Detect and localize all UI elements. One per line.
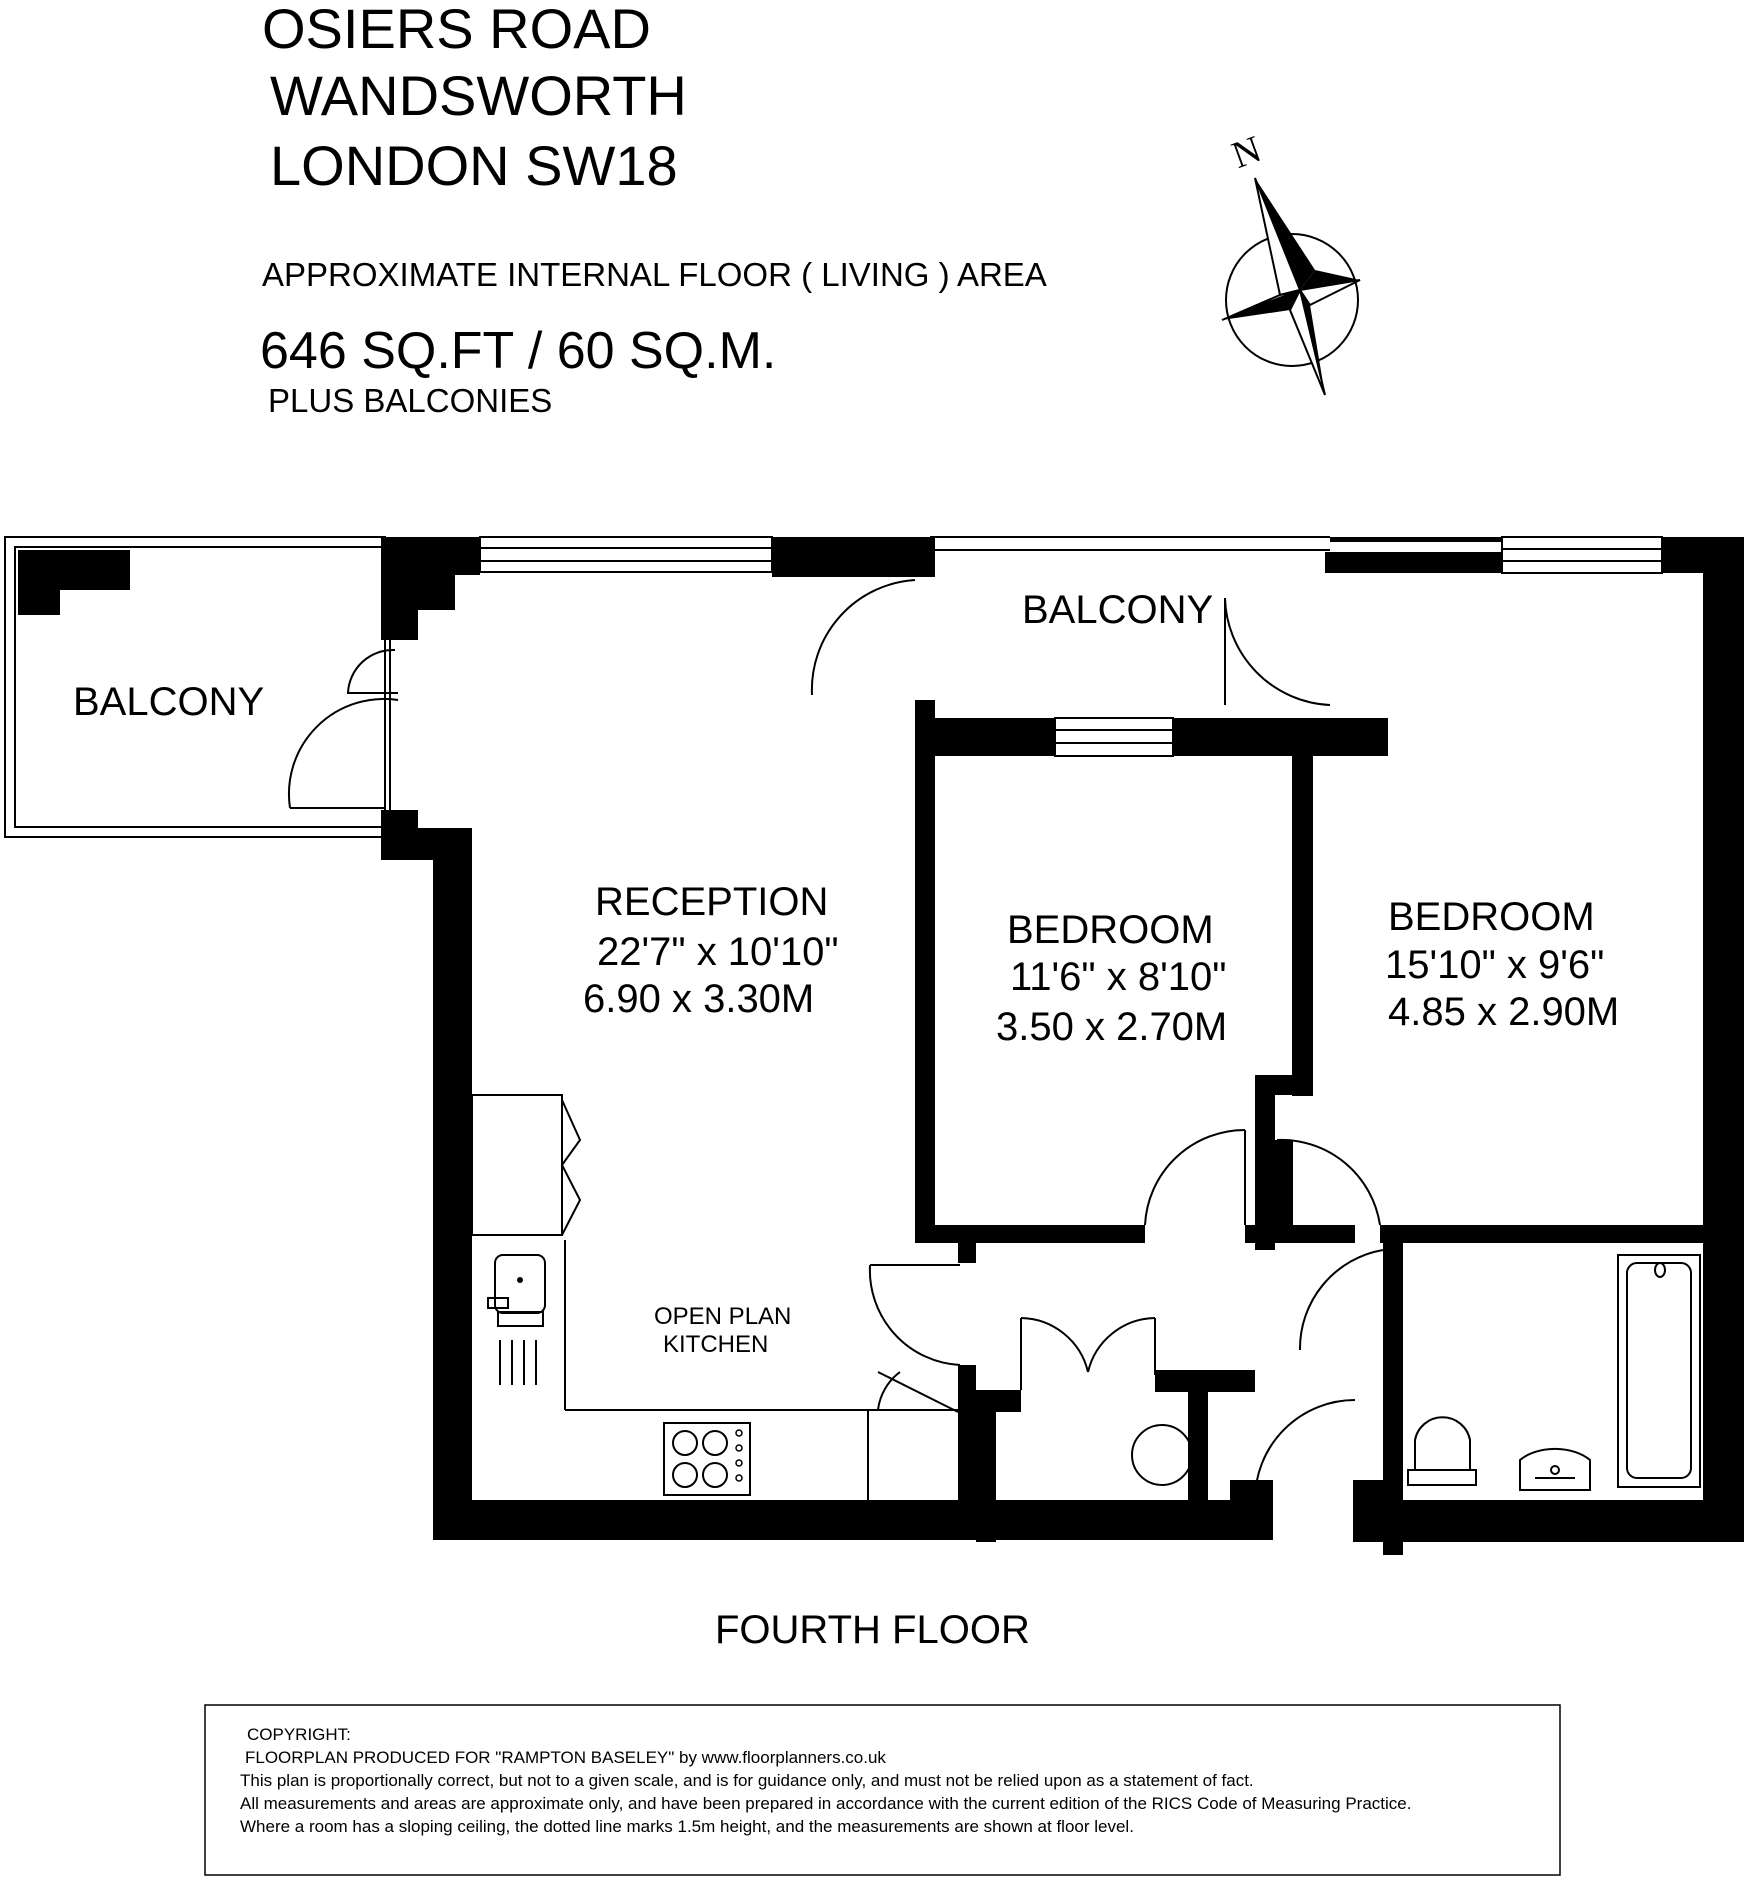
copyright-line-3: All measurements and areas are approxima… bbox=[240, 1794, 1411, 1813]
bedroom-2-label: BEDROOM bbox=[1388, 895, 1595, 939]
doors bbox=[287, 579, 1384, 1501]
bedroom-1-imperial: 11'6" x 8'10" bbox=[1010, 955, 1226, 999]
basin-icon bbox=[1519, 1447, 1591, 1491]
bedroom-1-metric: 3.50 x 2.70M bbox=[996, 1005, 1227, 1049]
balcony-west-label: BALCONY bbox=[73, 680, 264, 724]
copyright-line-2: This plan is proportionally correct, but… bbox=[240, 1771, 1254, 1790]
kitchen-label-line-1: OPEN PLAN bbox=[654, 1303, 791, 1330]
water-cylinder-icon bbox=[1131, 1424, 1193, 1486]
window-bedroom-2 bbox=[1501, 536, 1663, 574]
sink-icon bbox=[494, 1254, 546, 1314]
address-line-2: WANDSWORTH bbox=[270, 64, 687, 127]
window-bedroom-1 bbox=[1054, 717, 1174, 757]
reception-cupboard bbox=[471, 1094, 582, 1236]
compass-north-label: N bbox=[1227, 128, 1267, 177]
copyright-box: COPYRIGHT: FLOORPLAN PRODUCED FOR "RAMPT… bbox=[204, 1704, 1561, 1876]
address-line-3: LONDON SW18 bbox=[270, 134, 678, 197]
walls bbox=[381, 537, 1744, 1555]
reception-metric: 6.90 x 3.30M bbox=[583, 977, 814, 1021]
copyright-line-1: FLOORPLAN PRODUCED FOR "RAMPTON BASELEY"… bbox=[245, 1748, 886, 1767]
bathroom-fixtures bbox=[1407, 1254, 1701, 1491]
floor-label: FOURTH FLOOR bbox=[715, 1608, 1030, 1652]
compass-rose-icon: N bbox=[1221, 128, 1361, 396]
bedroom-2-imperial: 15'10" x 9'6" bbox=[1385, 943, 1604, 987]
copyright-title: COPYRIGHT: bbox=[247, 1725, 351, 1744]
balcony-west bbox=[4, 536, 391, 838]
bathtub-icon bbox=[1617, 1254, 1701, 1488]
address-line-1: OSIERS ROAD bbox=[262, 0, 651, 60]
area-value: 646 SQ.FT / 60 SQ.M. bbox=[260, 322, 776, 380]
balcony-north-label: BALCONY bbox=[1022, 588, 1213, 632]
bedroom-2-metric: 4.85 x 2.90M bbox=[1388, 990, 1619, 1034]
copyright-line-4: Where a room has a sloping ceiling, the … bbox=[240, 1817, 1134, 1836]
kitchen-units bbox=[487, 1240, 958, 1500]
area-caption: APPROXIMATE INTERNAL FLOOR ( LIVING ) AR… bbox=[262, 256, 1047, 293]
reception-imperial: 22'7" x 10'10" bbox=[597, 930, 839, 974]
reception-label: RECEPTION bbox=[595, 880, 828, 924]
window-reception bbox=[479, 536, 773, 573]
drainer-icon bbox=[499, 1340, 537, 1385]
hob-icon bbox=[663, 1422, 751, 1496]
kitchen-label-line-2: KITCHEN bbox=[663, 1331, 768, 1358]
toilet-icon bbox=[1407, 1416, 1477, 1486]
bedroom-1-label: BEDROOM bbox=[1007, 908, 1214, 952]
area-note: PLUS BALCONIES bbox=[268, 382, 552, 419]
